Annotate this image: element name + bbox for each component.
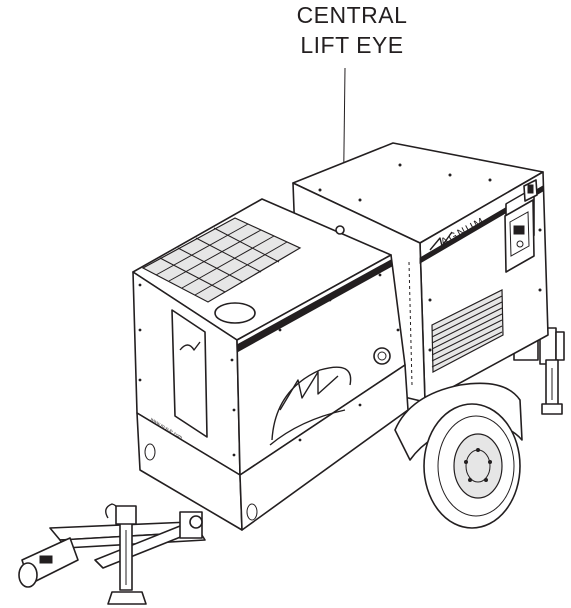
fuel-cap-icon bbox=[373, 347, 391, 365]
brand-logo-mark bbox=[429, 231, 453, 251]
housing-rivets bbox=[318, 163, 542, 352]
magnum-logo-icon bbox=[269, 366, 352, 446]
radiator-grille bbox=[141, 217, 302, 324]
fender-and-wheel bbox=[394, 382, 523, 529]
lift-eye-icon bbox=[335, 225, 345, 235]
louvre-grille bbox=[431, 289, 504, 373]
callout-line-1: CENTRAL bbox=[296, 2, 408, 28]
front-housing: www.m-p-lc.com bbox=[132, 198, 409, 531]
tow-tongue bbox=[18, 503, 206, 588]
front-jack-stand bbox=[107, 505, 147, 605]
callout-line-2: LIFT EYE bbox=[300, 32, 404, 58]
callout-label: CENTRAL LIFT EYE bbox=[262, 0, 442, 60]
small-logo-mark bbox=[179, 341, 201, 351]
